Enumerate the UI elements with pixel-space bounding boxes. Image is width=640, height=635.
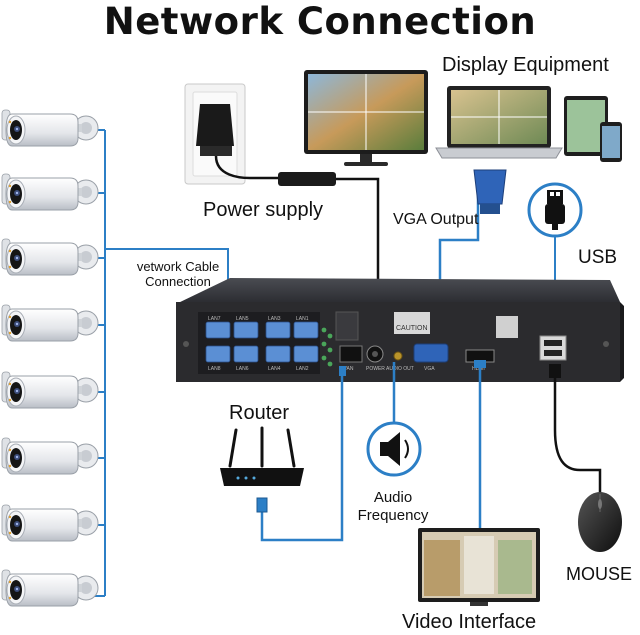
tablet-icon [564, 96, 608, 156]
phone-icon [600, 122, 622, 162]
bullet-camera-icon [1, 437, 99, 475]
bullet-camera-icon [1, 371, 99, 409]
svg-text:LAN4: LAN4 [268, 366, 281, 372]
usb-label: USB [578, 247, 618, 268]
nvr-port-labels: LAN7 LAN5 LAN3 LAN1 LAN8 LAN6 LAN4 LAN2 … [208, 316, 485, 372]
bullet-camera-icon [1, 569, 99, 607]
mouse-label: MOUSE [566, 564, 633, 584]
svg-text:LAN5: LAN5 [236, 316, 249, 322]
speaker-icon [380, 432, 409, 466]
audio-label-line2: Frequency [357, 507, 429, 524]
svg-text:LAN8: LAN8 [208, 366, 221, 372]
svg-text:LAN1: LAN1 [296, 316, 309, 322]
video-monitor-icon [418, 528, 540, 606]
mouse-icon [578, 492, 622, 552]
bullet-camera-icon [1, 238, 99, 276]
svg-text:HDMI: HDMI [472, 366, 485, 372]
svg-text:LAN6: LAN6 [236, 366, 249, 372]
svg-text:VGA: VGA [424, 366, 435, 372]
diagram-title: Network Connection [103, 0, 537, 43]
monitor-icon [304, 70, 428, 166]
svg-text:LAN3: LAN3 [268, 316, 281, 322]
hdmi-cable [474, 360, 486, 528]
audio-callout [366, 362, 422, 477]
audio-label: Audio Frequency [352, 489, 434, 525]
laptop-icon [435, 86, 563, 159]
audio-label-line1: Audio [373, 489, 413, 506]
router-label: Router [229, 402, 290, 424]
svg-text:POWER: POWER [366, 366, 385, 372]
bullet-camera-icon [1, 109, 99, 147]
vga-output-label: VGA Output [393, 211, 479, 228]
router-icon [220, 426, 304, 486]
lan-port-block [205, 321, 319, 363]
usb-callout [527, 182, 583, 322]
nvr-caution-text: CAUTION [396, 325, 428, 332]
svg-text:WAN: WAN [342, 366, 354, 372]
display-equipment-group [304, 70, 622, 166]
bullet-camera-icon [1, 504, 99, 542]
svg-text:LAN2: LAN2 [296, 366, 309, 372]
svg-text:LAN7: LAN7 [208, 316, 221, 322]
power-supply-label: Power supply [203, 199, 324, 221]
network-cable-label-line2: Connection [145, 274, 211, 289]
camera-row [1, 109, 99, 607]
power-adapter-icon [184, 83, 278, 185]
bullet-camera-icon [1, 304, 99, 342]
network-cable-label: vetwork Cable Connection [128, 259, 228, 289]
nvr-device: CAUTION LAN7 LAN5 LAN3 LAN1 LAN8 LAN6 LA… [176, 278, 624, 382]
video-interface-label: Video Interface [402, 611, 537, 633]
mouse-cable [549, 364, 602, 496]
usb-plug-icon [545, 190, 565, 230]
bullet-camera-icon [1, 173, 99, 211]
router-cable [256, 366, 346, 542]
svg-text:AUDIO OUT: AUDIO OUT [386, 366, 414, 372]
display-equipment-label: Display Equipment [442, 54, 609, 76]
network-cable-label-line1: vetwork Cable [136, 259, 220, 274]
